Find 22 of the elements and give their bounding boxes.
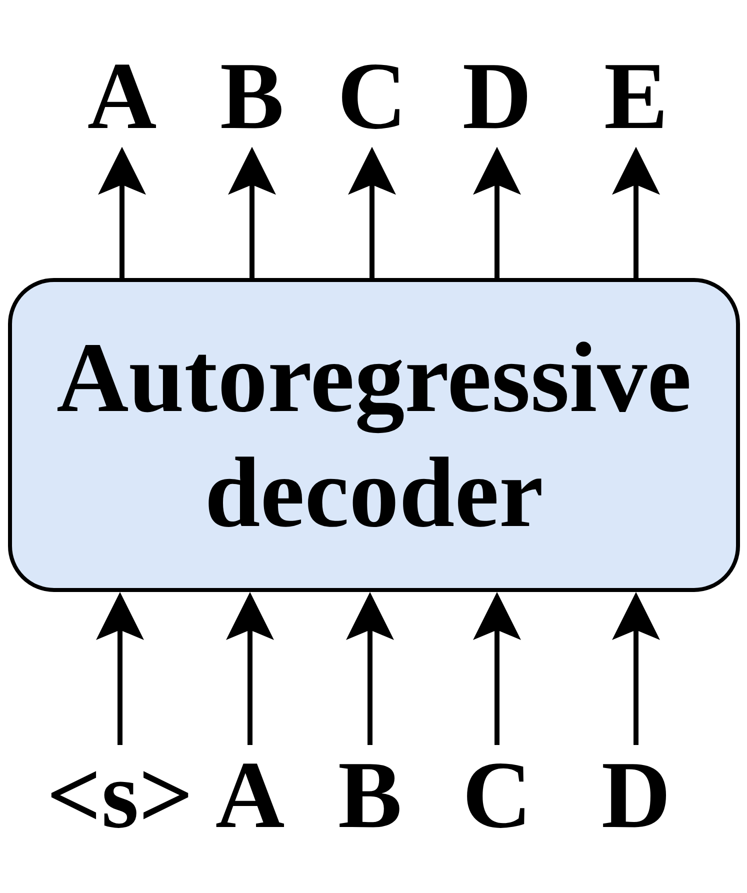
arrow — [348, 146, 396, 278]
input-token: C — [462, 757, 532, 834]
arrow — [96, 592, 144, 745]
output-token: D — [462, 58, 532, 135]
arrow — [612, 146, 660, 278]
arrow — [226, 592, 274, 745]
input-token: B — [338, 757, 402, 834]
output-token: C — [337, 58, 407, 135]
arrow — [228, 146, 276, 278]
arrow — [473, 592, 521, 745]
arrow — [346, 592, 394, 745]
decoder-label: Autoregressive decoder — [55, 321, 693, 550]
input-token: <s> — [46, 757, 194, 834]
input-token: A — [215, 757, 285, 834]
output-token: A — [87, 58, 157, 135]
arrow — [612, 592, 660, 745]
output-token: B — [220, 58, 284, 135]
output-token: E — [604, 58, 668, 135]
input-token: D — [601, 757, 671, 834]
decoder-box — [8, 278, 740, 592]
arrow — [98, 146, 146, 278]
arrow — [473, 146, 521, 278]
